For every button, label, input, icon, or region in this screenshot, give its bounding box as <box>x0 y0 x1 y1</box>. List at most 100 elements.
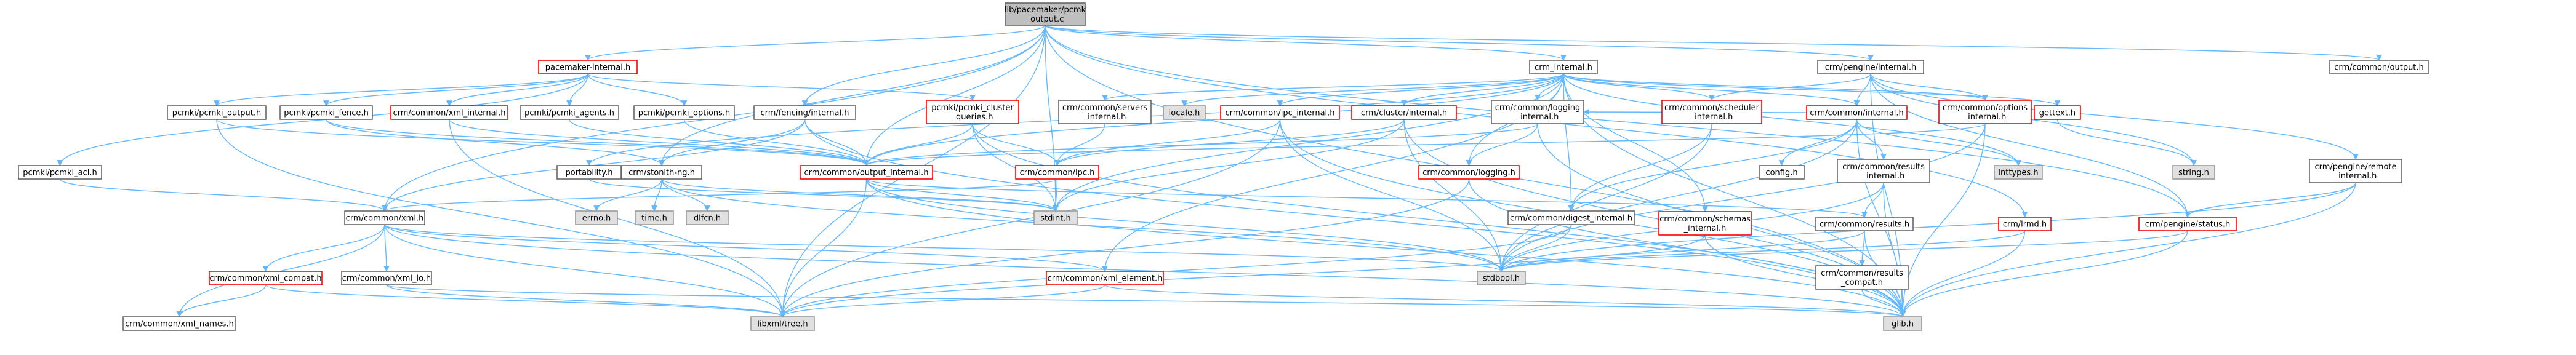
node-label: pacemaker-internal.h <box>545 63 631 73</box>
node-crm-common-results-compat[interactable]: crm/common/results_compat.h <box>1815 265 1909 290</box>
edge-pcmki-output-to-crm-common-output-internal <box>216 119 870 166</box>
node-label: crm/common/digest_internal.h <box>1510 214 1632 223</box>
edge-root-to-crm-stonith-ng <box>659 25 1046 166</box>
node-pcmki-acl[interactable]: pcmki/pcmki_acl.h <box>18 165 102 180</box>
node-locale[interactable]: locale.h <box>1163 105 1206 120</box>
edge-crm-common-options-internal-to-stdbool <box>1498 123 1986 272</box>
node-pcmki-fence[interactable]: pcmki/pcmki_fence.h <box>279 105 373 120</box>
node-label: crm/common/xml_element.h <box>1048 274 1163 284</box>
node-glib[interactable]: glib.h <box>1883 316 1922 331</box>
node-crm-common-logging[interactable]: crm/common/logging.h <box>1418 165 1520 180</box>
node-label: _internal.h <box>1690 113 1733 122</box>
node-crm-common-results-internal[interactable]: crm/common/results_internal.h <box>1837 159 1930 183</box>
node-pcmki-cluster-queries[interactable]: pcmki/pcmki_cluster_queries.h <box>926 100 1019 124</box>
edge-pcmki-fence-to-crm-stonith-ng <box>326 119 665 166</box>
node-pcmki-options[interactable]: pcmki/pcmki_options.h <box>633 105 735 120</box>
node-label: string.h <box>2178 169 2209 178</box>
node-crm-common-schemas-internal[interactable]: crm/common/schemas_internal.h <box>1658 211 1752 236</box>
node-box <box>1491 100 1584 124</box>
edge-crm-pengine-status-to-glib <box>1900 230 2188 317</box>
node-box <box>1477 271 1526 285</box>
node-crm-common-xml-compat[interactable]: crm/common/xml_compat.h <box>209 271 323 285</box>
node-time[interactable]: time.h <box>635 210 674 225</box>
node-crm-common-ipc[interactable]: crm/common/ipc.h <box>1015 165 1099 180</box>
edge-crm-pengine-status-to-stdbool <box>1498 230 2188 272</box>
edge-crm-internal-to-crm-common-servers-internal <box>1102 73 1564 101</box>
node-crm-lrmd[interactable]: crm/lrmd.h <box>1998 217 2052 231</box>
node-stdint[interactable]: stdint.h <box>1033 210 1078 225</box>
node-crm-common-xml[interactable]: crm/common/xml.h <box>344 210 425 225</box>
edge-crm-common-schemas-internal-to-libxml-tree <box>779 234 1706 317</box>
node-crm-stonith-ng[interactable]: crm/stonith-ng.h <box>621 165 702 180</box>
node-crm-common-results[interactable]: crm/common/results.h <box>1815 217 1914 231</box>
edge-crm-common-logging-internal-to-crm-common-logging <box>1466 123 1538 166</box>
edge-crm-common-results-compat-to-glib <box>1861 289 1906 317</box>
edge-crm-common-logging-internal-to-crm-common-output-internal <box>863 123 1538 166</box>
edge-crm-lrmd-to-stdbool <box>1498 230 2026 272</box>
node-pcmki-output[interactable]: pcmki/pcmki_output.h <box>167 105 267 120</box>
node-label: crm/pengine/internal.h <box>1825 63 1917 73</box>
node-crm-common-options-internal[interactable]: crm/common/options_internal.h <box>1938 100 2032 124</box>
node-crm-common-digest-internal[interactable]: crm/common/digest_internal.h <box>1507 210 1635 225</box>
node-crm-fencing-internal[interactable]: crm/fencing/internal.h <box>753 105 856 120</box>
node-label: _internal.h <box>2334 172 2377 181</box>
node-box <box>1529 60 1598 74</box>
node-crm-common-logging-internal[interactable]: crm/common/logging_internal.h <box>1491 100 1584 124</box>
node-crm-common-internal[interactable]: crm/common/internal.h <box>1806 105 1908 120</box>
node-crm-pengine-status[interactable]: crm/pengine/status.h <box>2138 217 2237 231</box>
node-inttypes[interactable]: inttypes.h <box>1994 165 2043 180</box>
node-label: crm/common/servers <box>1062 103 1147 113</box>
node-stdbool[interactable]: stdbool.h <box>1477 271 1526 285</box>
node-string[interactable]: string.h <box>2172 165 2215 180</box>
edge-crm-common-ipc-to-crm-common-xml <box>382 178 1058 212</box>
node-box <box>753 105 856 120</box>
node-crm-pengine-internal[interactable]: crm/pengine/internal.h <box>1817 60 1924 74</box>
edge-crm-common-internal-to-inttypes <box>1856 119 2021 166</box>
node-crm-common-output-internal[interactable]: crm/common/output_internal.h <box>800 165 933 180</box>
node-box <box>575 210 618 225</box>
edge-crm-internal-to-crm-common-ipc-internal <box>1277 73 1564 106</box>
node-crm-cluster-internal[interactable]: crm/cluster/internal.h <box>1351 105 1457 120</box>
edge-portability-to-stdint <box>588 178 1059 212</box>
node-label: crm/common/scheduler <box>1664 103 1760 113</box>
node-box <box>1046 271 1164 285</box>
node-config[interactable]: config.h <box>1759 165 1805 180</box>
node-crm-common-servers-internal[interactable]: crm/common/servers_internal.h <box>1058 100 1152 124</box>
node-gettext[interactable]: gettext.h <box>2034 105 2081 120</box>
edge-crm-common-digest-internal-to-stdbool <box>1498 224 1572 272</box>
node-box <box>122 316 236 331</box>
node-label: libxml/tree.h <box>757 320 808 329</box>
node-label: pcmki/pcmki_cluster <box>931 103 1014 113</box>
node-label: crm/common/output.h <box>2334 63 2424 73</box>
node-crm-common-xml-names[interactable]: crm/common/xml_names.h <box>122 316 236 331</box>
edge-crm-pengine-internal-to-crm-pengine-remote-internal <box>1870 73 2359 160</box>
node-libxml-tree[interactable]: libxml/tree.h <box>750 316 815 331</box>
node-box <box>1883 316 1922 331</box>
node-crm-internal[interactable]: crm_internal.h <box>1529 60 1598 74</box>
node-label: crm/common/ipc_internal.h <box>1225 109 1334 118</box>
node-box <box>2034 105 2081 120</box>
edge-crm-common-xml-compat-to-libxml-tree <box>265 284 786 317</box>
node-crm-common-output[interactable]: crm/common/output.h <box>2329 60 2429 74</box>
node-crm-common-xml-io[interactable]: crm/common/xml_io.h <box>341 271 432 285</box>
node-label: crm/common/xml.h <box>346 214 424 223</box>
node-dlfcn[interactable]: dlfcn.h <box>686 210 729 225</box>
edge-crm-pengine-internal-to-string <box>1870 73 2197 166</box>
node-label: config.h <box>1765 169 1797 178</box>
edge-crm-common-output-internal-to-stdbool <box>865 178 1504 272</box>
node-label: errno.h <box>582 214 611 223</box>
node-crm-common-xml-internal[interactable]: crm/common/xml_internal.h <box>390 105 508 120</box>
node-pcmki-agents[interactable]: pcmki/pcmki_agents.h <box>520 105 619 120</box>
node-crm-pengine-remote-internal[interactable]: crm/pengine/remote_internal.h <box>2309 159 2402 183</box>
node-crm-common-xml-element[interactable]: crm/common/xml_element.h <box>1046 271 1164 285</box>
node-errno[interactable]: errno.h <box>575 210 618 225</box>
edge-crm-fencing-internal-to-crm-stonith-ng <box>659 119 806 166</box>
node-box <box>635 210 674 225</box>
node-pacemaker-internal[interactable]: pacemaker-internal.h <box>538 60 638 74</box>
node-portability[interactable]: portability.h <box>556 165 622 180</box>
node-root[interactable]: lib/pacemaker/pcmk_output.c <box>1005 2 1086 26</box>
edge-pcmki-cluster-queries-to-crm-common-ipc <box>972 123 1061 166</box>
node-crm-common-scheduler-internal[interactable]: crm/common/scheduler_internal.h <box>1661 100 1762 124</box>
node-crm-common-ipc-internal[interactable]: crm/common/ipc_internal.h <box>1220 105 1340 120</box>
